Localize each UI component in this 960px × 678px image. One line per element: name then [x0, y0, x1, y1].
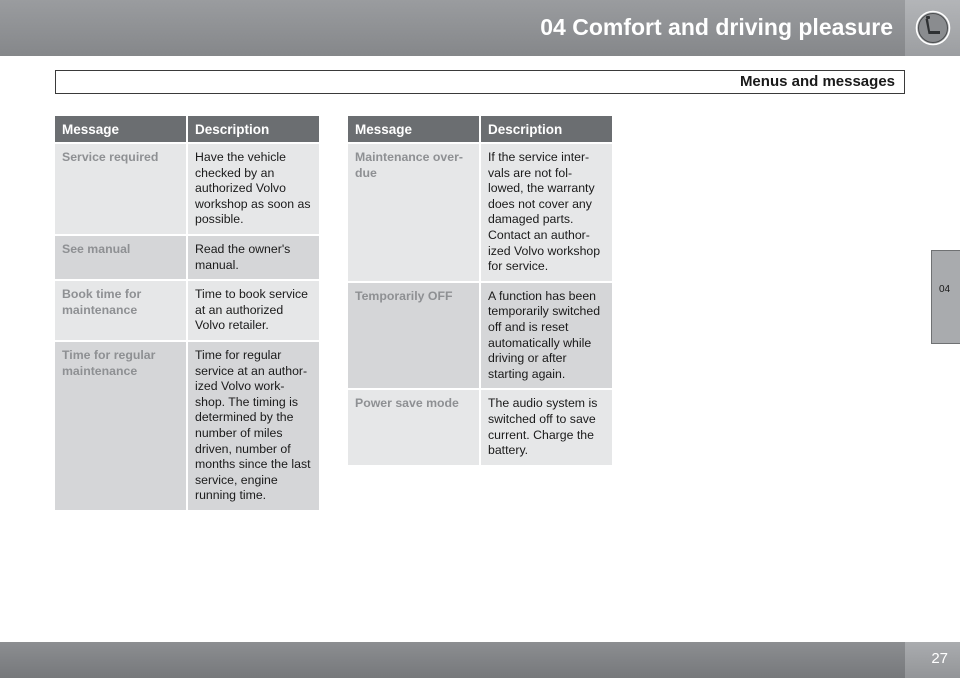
column-header-description: Description [479, 116, 612, 143]
description-cell: If the service inter-vals are not fol-lo… [479, 142, 612, 282]
table-row: Power save mode The audio system is swit… [348, 388, 612, 465]
table-row: Maintenance over-due If the service inte… [348, 142, 612, 282]
description-cell: Read the owner's manual. [186, 233, 319, 281]
chapter-side-tab[interactable]: 04 [931, 250, 960, 344]
table-row: Book time for maintenance Time to book s… [55, 279, 319, 341]
column-header-message: Message [348, 116, 480, 143]
table-row: Time for regular maintenance Time for re… [55, 339, 319, 510]
description-cell: The audio system is switched off to save… [479, 388, 612, 465]
section-bar: Menus and messages [55, 70, 905, 94]
message-cell: Time for regular maintenance [55, 339, 187, 510]
message-cell: Maintenance over-due [348, 142, 480, 282]
messages-table-left: Message Description Service required Hav… [55, 116, 319, 510]
section-title: Menus and messages [739, 73, 895, 90]
table-row: Temporarily OFF A function has been temp… [348, 280, 612, 390]
message-cell: Book time for maintenance [55, 279, 187, 341]
chapter-side-tab-label: 04 [939, 284, 951, 295]
message-cell: Power save mode [348, 388, 480, 465]
seat-icon [915, 10, 951, 46]
description-cell: A function has been temporarily switched… [479, 280, 612, 390]
footer-page-box: 27 [905, 642, 960, 678]
header-bar: 04 Comfort and driving pleasure [0, 0, 905, 56]
table-row: See manual Read the owner's manual. [55, 233, 319, 281]
footer-bar [0, 642, 905, 678]
message-cell: Service required [55, 142, 187, 235]
description-cell: Time to book service at an authorized Vo… [186, 279, 319, 341]
table-header-row: Message Description [348, 116, 612, 143]
message-cell: See manual [55, 233, 187, 281]
message-cell: Temporarily OFF [348, 280, 480, 390]
description-cell: Have the vehicle checked by an authorize… [186, 142, 319, 235]
chapter-title: 04 Comfort and driving pleasure [540, 14, 893, 40]
messages-table-right: Message Description Maintenance over-due… [348, 116, 612, 465]
header-icon-box [905, 0, 960, 56]
page-number: 27 [931, 650, 948, 667]
column-header-message: Message [55, 116, 187, 143]
table-header-row: Message Description [55, 116, 319, 143]
table-row: Service required Have the vehicle checke… [55, 142, 319, 235]
description-cell: Time for regular service at an author-iz… [186, 339, 319, 510]
column-header-description: Description [186, 116, 319, 143]
